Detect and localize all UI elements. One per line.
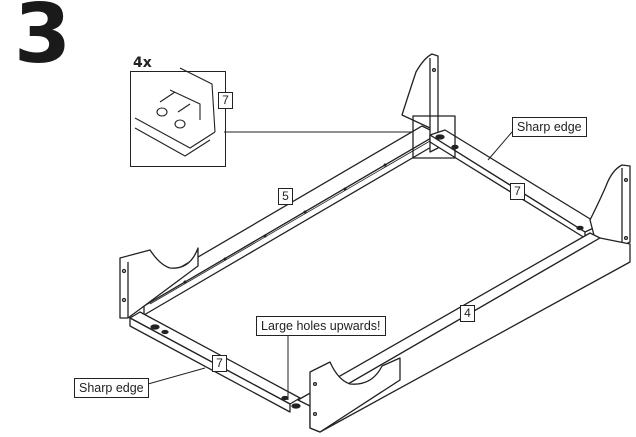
callout-sharp-edge-left: Sharp edge xyxy=(74,378,149,398)
detail-inset xyxy=(130,71,226,167)
callout-sharp-edge-right: Sharp edge xyxy=(512,117,587,137)
back-rail xyxy=(127,125,439,316)
right-end-panel-front xyxy=(589,164,631,259)
left-end-panel-back xyxy=(119,247,199,319)
part-label-crossbar-left: 7 xyxy=(212,355,227,372)
part-label-crossbar-right: 7 xyxy=(510,183,525,200)
quantity-label: 4x xyxy=(133,55,152,71)
leader-lines xyxy=(147,131,513,400)
step-number: 3 xyxy=(14,0,71,82)
left-end-panel-front xyxy=(309,357,401,433)
detail-part-label: 7 xyxy=(218,92,233,109)
callout-large-holes: Large holes upwards! xyxy=(256,316,386,336)
joint-highlight-box xyxy=(412,115,456,159)
part-label-back-rail: 5 xyxy=(278,188,293,205)
part-label-front-rail: 4 xyxy=(460,305,475,322)
detail-inset-drawing xyxy=(134,67,216,157)
